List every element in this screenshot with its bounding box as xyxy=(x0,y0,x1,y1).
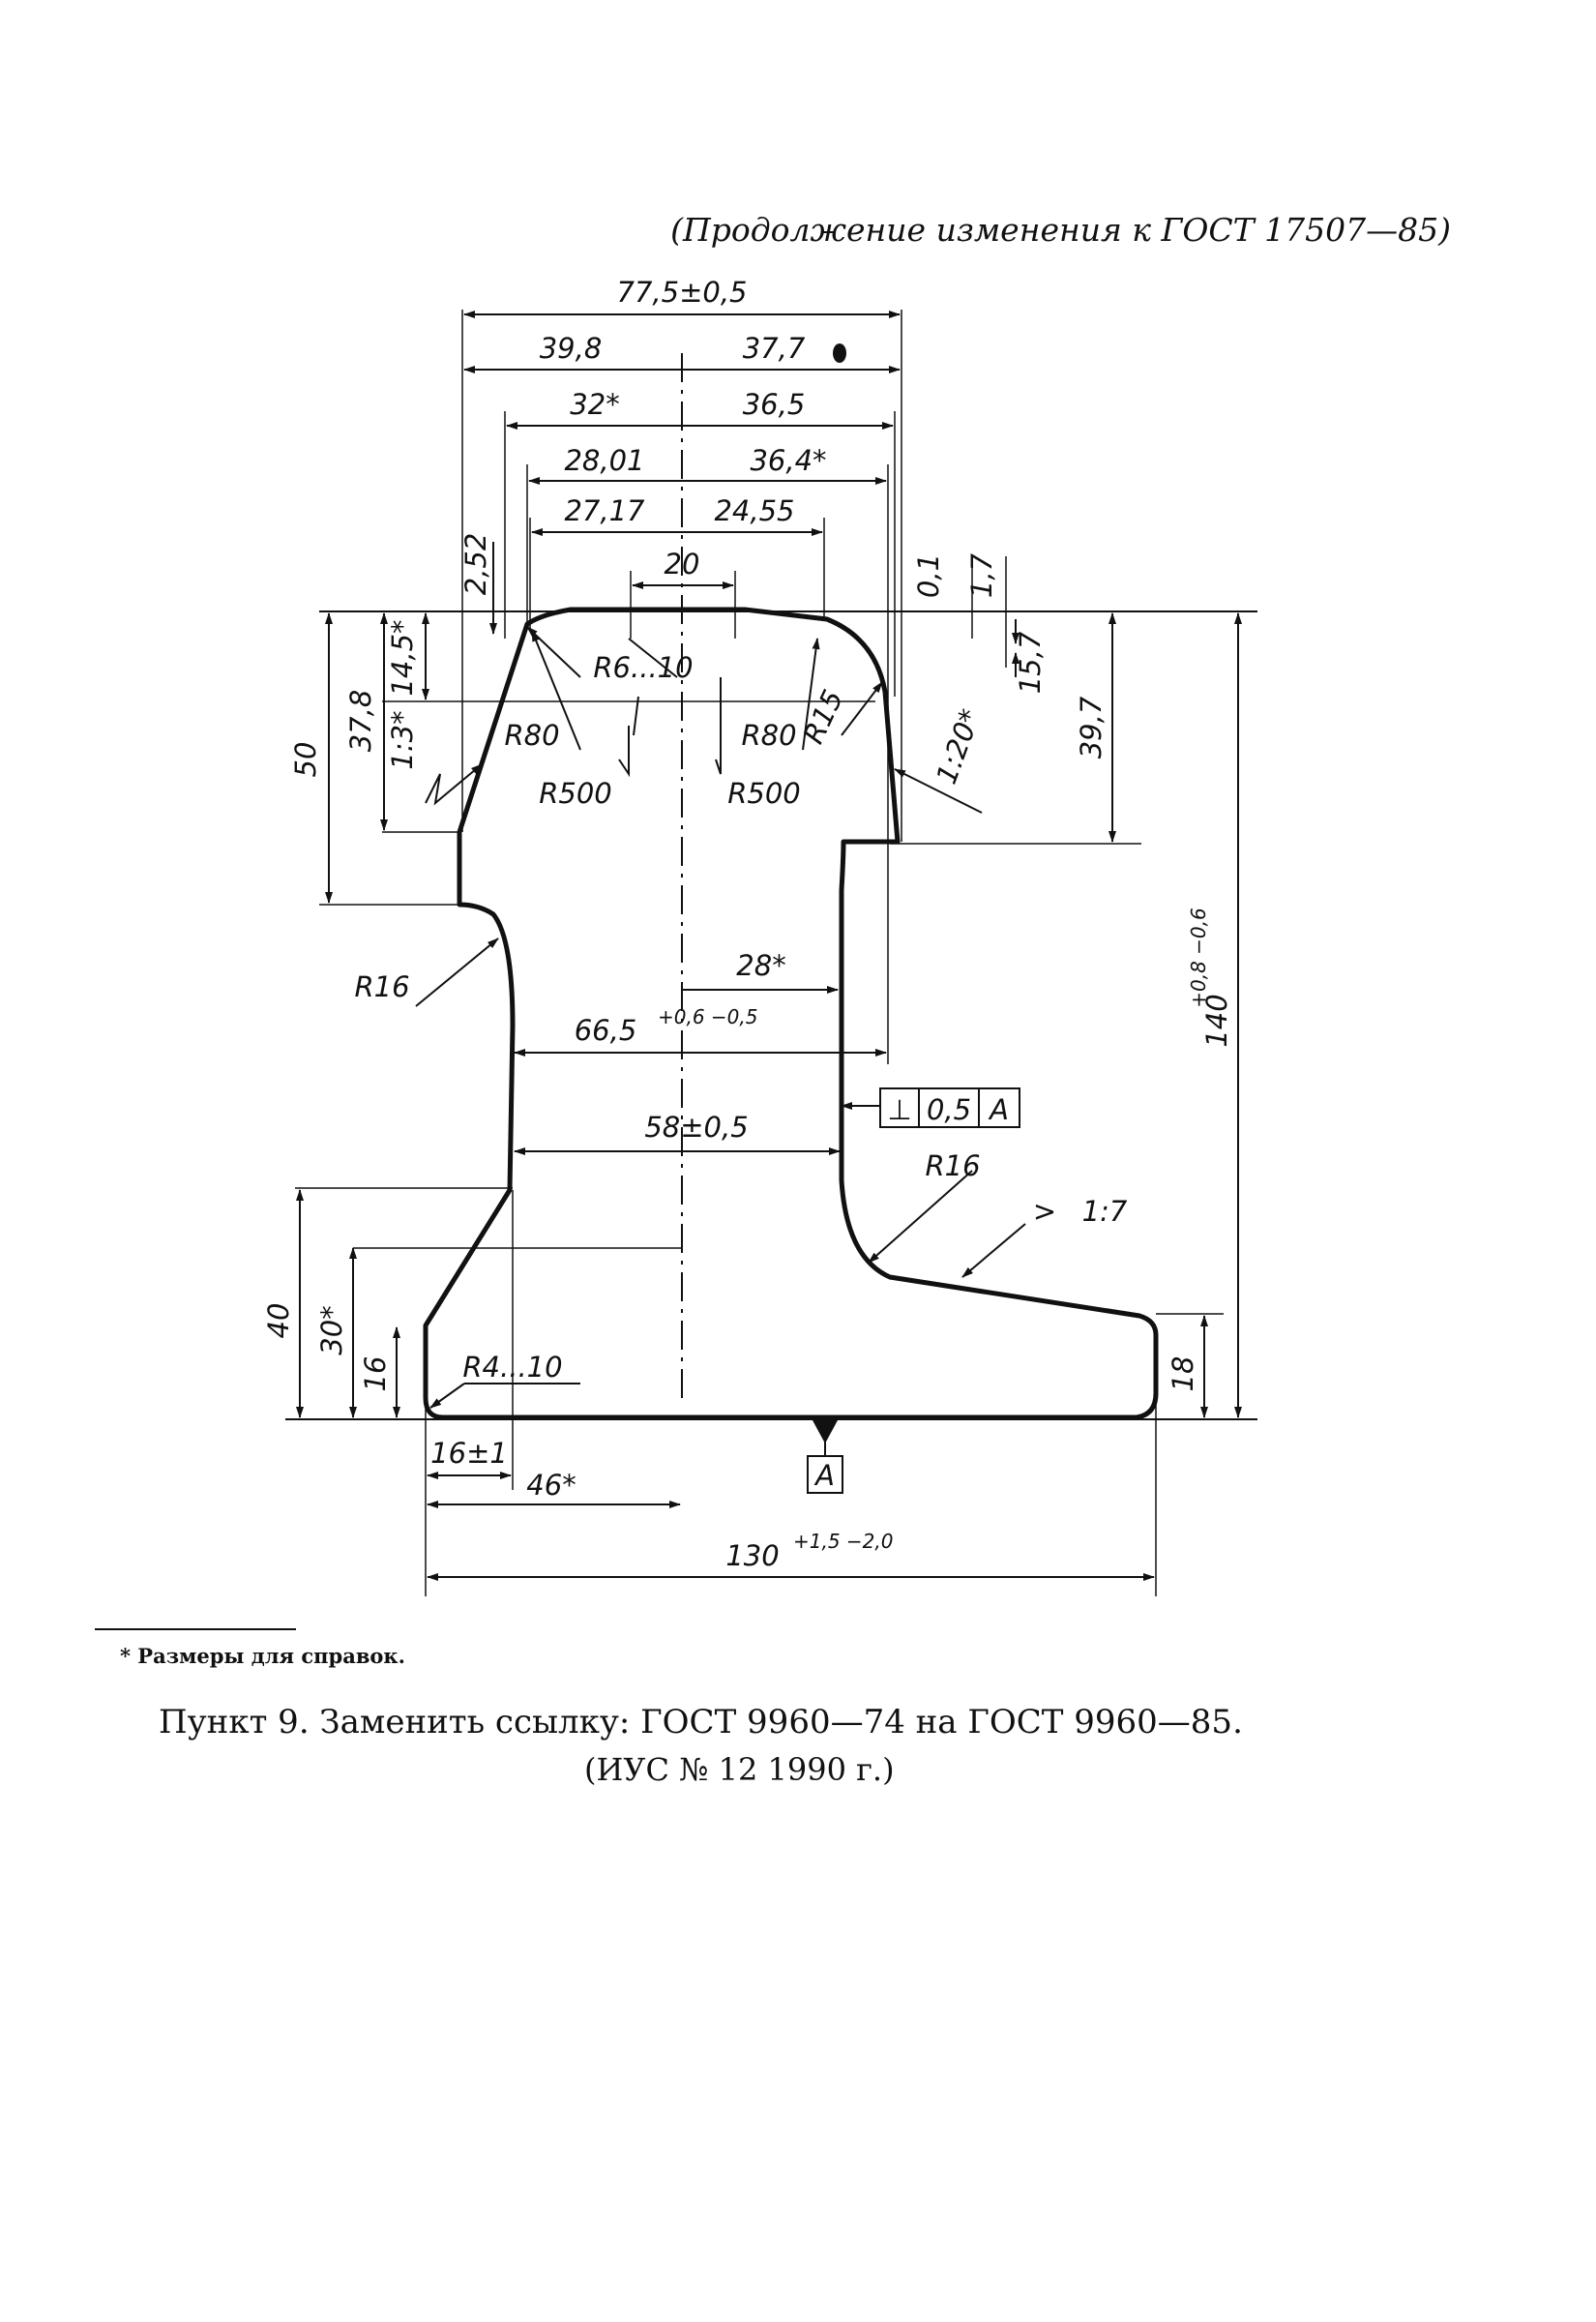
leader-lines xyxy=(415,626,1026,1409)
datum-marker: A xyxy=(807,1420,843,1494)
tol-datum: A xyxy=(988,1093,1009,1126)
dim-50: 50 xyxy=(289,742,322,778)
dim-140-tol: +0,8 −0,6 xyxy=(1187,908,1210,1008)
dim-r80-right: R80 xyxy=(741,719,796,752)
dim-r80-left: R80 xyxy=(504,719,559,752)
dim-140: 140 xyxy=(1200,994,1233,1047)
dim-130: 130 xyxy=(725,1539,779,1572)
item-9-text: Пункт 9. Заменить ссылку: ГОСТ 9960—74 н… xyxy=(159,1703,1243,1742)
dim-1-7-slope: 1:7 xyxy=(1082,1195,1128,1228)
footnote-rule xyxy=(95,1628,296,1630)
dim-total-top: 77,5±0,5 xyxy=(617,276,748,309)
extension-lines xyxy=(425,310,1157,1596)
dim-r16-right: R16 xyxy=(925,1149,980,1182)
dim-130-tol: +1,5 −2,0 xyxy=(793,1530,894,1553)
rail-profile-drawing: ⊥ 0,5 A A 77,5±0,5 39,8 37,7 32* 36,5 28… xyxy=(262,276,1257,1596)
dim-40: 40 xyxy=(262,1303,295,1339)
footnote: * Размеры для справок. xyxy=(120,1644,405,1668)
dim-24-55: 24,55 xyxy=(714,494,794,527)
dim-16pm1: 16±1 xyxy=(430,1437,508,1470)
dim-r15: R15 xyxy=(796,685,849,749)
dim-18: 18 xyxy=(1167,1356,1199,1392)
dim-r6-10: R6...10 xyxy=(593,651,693,684)
dim-46: 46* xyxy=(526,1469,576,1502)
dim-14-5: 14,5* xyxy=(386,619,419,696)
dim-16: 16 xyxy=(359,1356,392,1392)
dim-36-4: 36,4* xyxy=(750,444,826,477)
dim-39-7: 39,7 xyxy=(1075,696,1108,759)
vertical-dimension-lines xyxy=(296,542,1242,1418)
dim-66-5: 66,5 xyxy=(575,1014,637,1047)
dim-66-5-tol: +0,6 −0,5 xyxy=(658,1005,758,1028)
dim-2-52: 2,52 xyxy=(459,533,492,596)
datum-label: A xyxy=(813,1459,835,1492)
dim-1-3: 1:3* xyxy=(386,710,419,769)
dim-37-7: 37,7 xyxy=(743,332,806,365)
dim-27-17: 27,17 xyxy=(564,494,645,527)
dim-58: 58±0,5 xyxy=(644,1111,748,1144)
dim-20: 20 xyxy=(665,548,700,580)
dim-r16-left: R16 xyxy=(354,970,409,1003)
dim-15-7: 15,7 xyxy=(1014,631,1047,694)
dimension-lines xyxy=(427,311,1155,1581)
dim-r4-10: R4...10 xyxy=(462,1351,562,1384)
dim-1-7: 1,7 xyxy=(965,552,998,598)
tolerance-frame: ⊥ 0,5 A xyxy=(879,1087,1020,1128)
dim-r500-right: R500 xyxy=(727,777,801,810)
dim-28: 28* xyxy=(736,949,785,982)
dim-28-01: 28,01 xyxy=(564,444,644,477)
dim-37-8: 37,8 xyxy=(344,690,377,753)
page-header: (Продолжение изменения к ГОСТ 17507—85) xyxy=(670,211,1451,249)
dim-r500-left: R500 xyxy=(539,777,612,810)
dim-32: 32* xyxy=(570,388,619,421)
tol-symbol: ⊥ xyxy=(887,1093,911,1126)
rail-profile-outline xyxy=(423,607,1159,1420)
ink-dot xyxy=(833,343,846,363)
dim-30: 30* xyxy=(315,1305,348,1354)
dim-1-20: 1:20* xyxy=(930,704,987,788)
dim-39-8: 39,8 xyxy=(540,332,603,365)
dim-36-5: 36,5 xyxy=(743,388,806,421)
tol-value: 0,5 xyxy=(927,1093,971,1126)
dim-0-1: 0,1 xyxy=(912,553,945,598)
source-reference: (ИУС № 12 1990 г.) xyxy=(584,1751,895,1788)
slope-mark: > xyxy=(1033,1195,1056,1228)
